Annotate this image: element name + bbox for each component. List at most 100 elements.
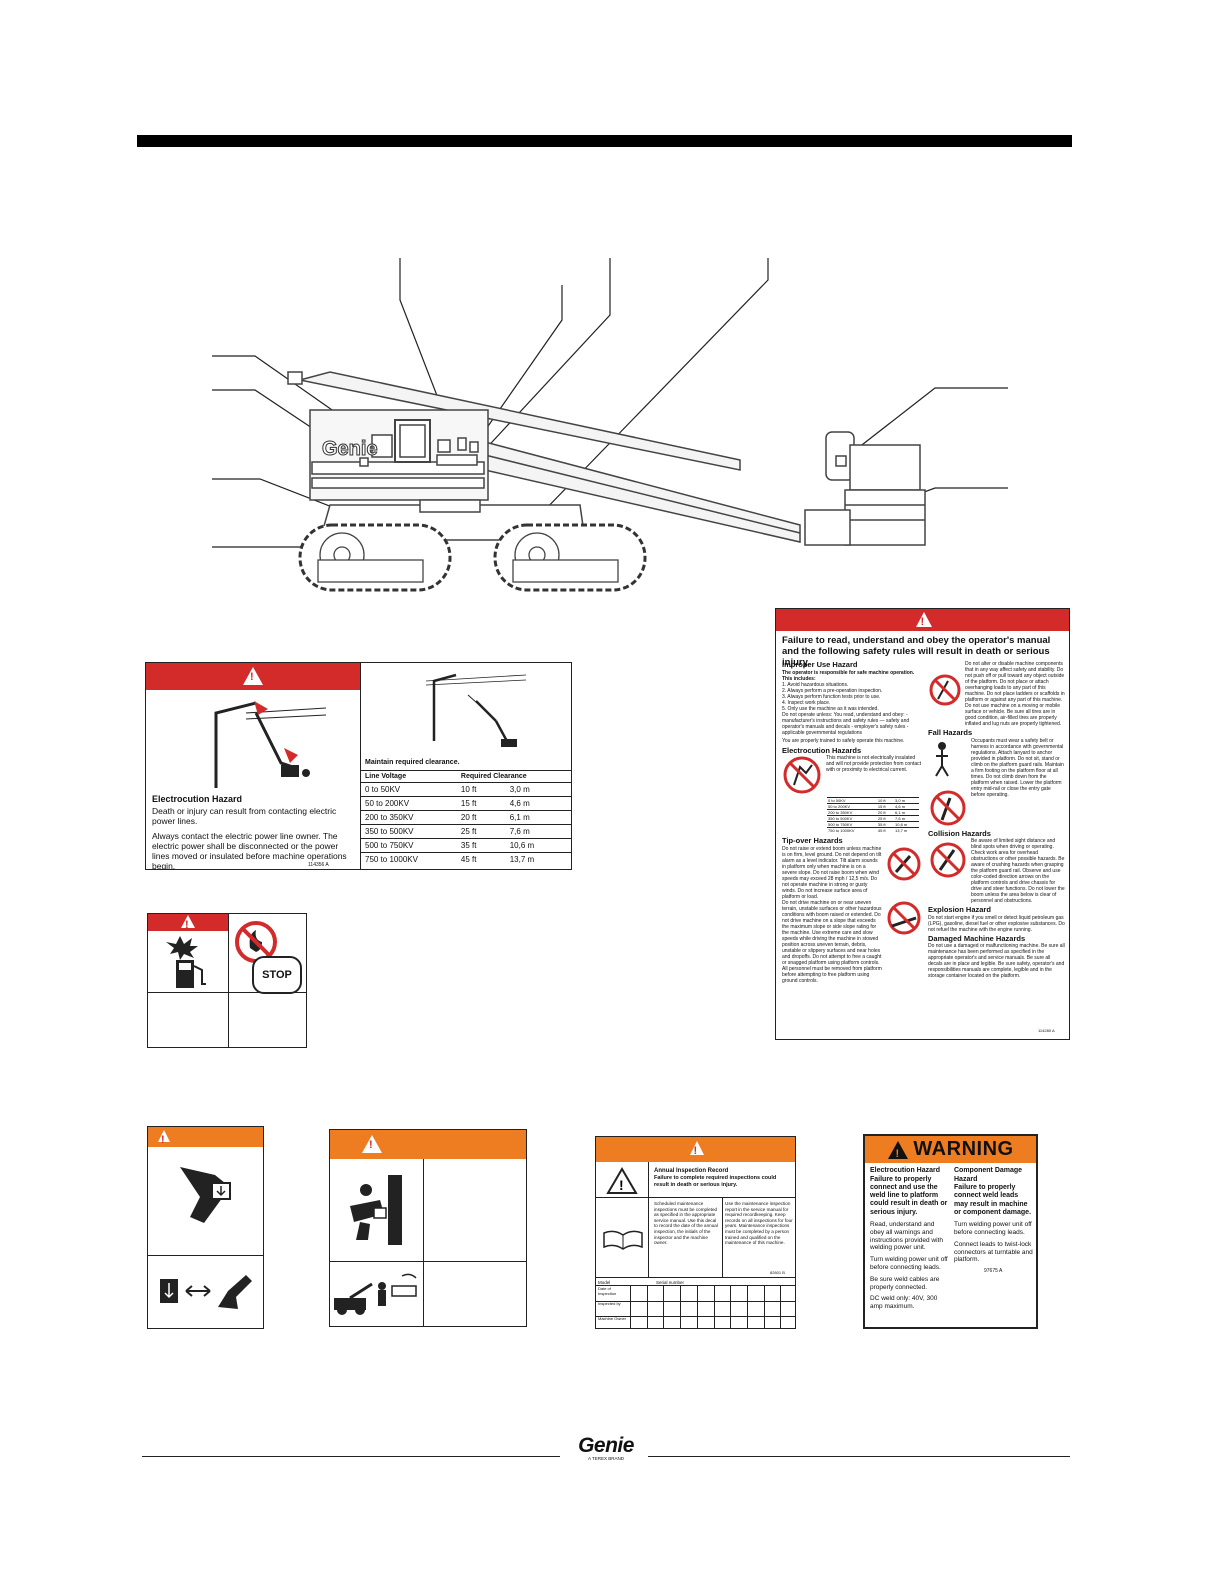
clearance-cell: 500 to 750KV: [827, 821, 877, 828]
electrocution-decal: Electrocution Hazard Death or injury can…: [145, 662, 572, 870]
electrocution-prohibited-icon: [783, 756, 821, 794]
improper-intro: The operator is responsible for safe mac…: [782, 669, 915, 682]
clearance-cell: 0 to 50KV: [827, 797, 877, 804]
annual-col2: Use the maintenance inspection report in…: [725, 1201, 793, 1246]
warning-header: [148, 1127, 263, 1147]
right-top-text: Do not alter or disable machine componen…: [965, 661, 1065, 727]
footer-rule-right: [648, 1456, 1070, 1457]
keep-clear-hand-icon: [160, 1275, 252, 1309]
clearance-cell: 350 to 500KV: [361, 823, 457, 838]
fuel-explosion-decal: STOP: [147, 913, 307, 1048]
collision-text: Be aware of limited sight distance and b…: [971, 838, 1065, 904]
clearance-table: Maintain required clearance. Line Voltag…: [361, 757, 571, 866]
safety-right-column: Do not alter or disable machine componen…: [928, 661, 1065, 979]
svg-text:!: !: [619, 1177, 624, 1193]
annual-sub: Failure to complete required inspections…: [654, 1175, 777, 1188]
grid-row-label: Inspected by: [598, 1301, 621, 1306]
clearance-cell: 3,0 m: [505, 781, 571, 796]
clearance-cell: 7,6 m: [894, 815, 919, 822]
grid-col-line: [713, 1286, 715, 1328]
warning-triangle-large-icon: !: [606, 1167, 638, 1194]
electrocution-hazards-text: This machine is not electrically insulat…: [826, 755, 922, 773]
improper-more: Do not operate unless: You read, underst…: [782, 711, 910, 736]
divider: [360, 663, 361, 869]
improper-item: 5. Only use the machine as it was intend…: [782, 705, 879, 712]
safety-left-column: Improper Use Hazard The operator is resp…: [782, 660, 922, 983]
clearance-cell: 45 ft: [456, 851, 506, 866]
grid-col-line: [780, 1286, 782, 1328]
clearance-cell: 45 ft: [876, 827, 895, 833]
improper-use-title: Improper Use Hazard: [782, 660, 858, 669]
damaged-title: Damaged Machine Hazards: [928, 933, 1026, 943]
stop-label: STOP: [262, 969, 292, 981]
clearance-cell: 10 ft: [456, 781, 506, 796]
grid-row-label: Machine Owner: [598, 1316, 627, 1321]
danger-header: [776, 609, 1069, 631]
warning-header: [596, 1137, 795, 1162]
clearance-cell: 200 to 350KV: [361, 809, 457, 824]
clearance-cell: 350 to 500KV: [827, 815, 877, 822]
footer-logo: Genie A TEREX BRAND: [566, 1434, 646, 1461]
damaged-text: Do not use a damaged or malfunctioning m…: [928, 943, 1065, 979]
divider-v: [648, 1162, 649, 1277]
clearance-cell: 0 to 50KV: [361, 781, 457, 796]
clearance-cell: 4,6 m: [894, 803, 919, 810]
grid-col-line: [696, 1286, 698, 1328]
electrocution-hazards-title: Electrocution Hazards: [782, 745, 862, 755]
weld-item: Turn welding power unit off before conne…: [870, 1256, 948, 1271]
grid-col-line: [680, 1286, 682, 1328]
genie-logo: Genie: [578, 1434, 634, 1457]
manual-book-icon: [603, 1230, 643, 1250]
collision-title: Collision Hazards: [928, 828, 991, 838]
weld-right-items: Turn welding power unit off before conne…: [954, 1221, 1034, 1264]
clearance-cell: 7,6 m: [505, 823, 571, 838]
improper-item: 3. Always perform function tests prior t…: [782, 693, 881, 700]
clearance-cell: 35 ft: [456, 837, 506, 852]
clearance-rows: Line Voltage Required Clearance 0 to 50K…: [361, 769, 571, 866]
svg-text:Genie: Genie: [322, 438, 378, 460]
grid-col-line: [646, 1286, 648, 1328]
clearance-cell: 6,1 m: [505, 809, 571, 824]
warning-header: [330, 1130, 526, 1159]
model-label: Model: [598, 1280, 611, 1285]
clearance-cell: 500 to 750KV: [361, 837, 457, 852]
stop-sign-icon: STOP: [252, 956, 302, 994]
serial-label: Serial number: [656, 1280, 685, 1285]
clearance-cell: 750 to 1000KV: [361, 851, 457, 866]
alter-prohibited-icon: [929, 674, 961, 706]
clearance-cell: 10,6 m: [505, 837, 571, 852]
warning-triangle-icon: [689, 1141, 704, 1157]
electrocution-part-no: 114356 A: [308, 862, 329, 868]
trained: You are properly trained to safely opera…: [782, 737, 905, 744]
weld-item: Be sure weld cables are properly connect…: [870, 1275, 940, 1291]
fuel-pump-explosion-icon: [166, 936, 206, 988]
clearance-cell: 15 ft: [456, 795, 506, 810]
divider-h: [148, 992, 306, 993]
safety-headline: Failure to read, understand and obey the…: [782, 635, 1051, 668]
warning-triangle-black-icon: !: [888, 1140, 909, 1160]
top-rule: [137, 135, 1072, 147]
crush-body-icon: [350, 1175, 402, 1245]
weld-left-bold: Failure to properly connect and use the …: [870, 1175, 948, 1216]
fall-text: Occupants must wear a safety belt or har…: [971, 737, 1064, 798]
fall-title: Fall Hazards: [928, 728, 973, 737]
grid-line: [596, 1316, 795, 1317]
weld-left-items: Read, understand and obey all warnings a…: [870, 1221, 950, 1311]
warning-word: WARNING: [913, 1138, 1014, 1160]
explosion-title: Explosion Hazard: [928, 905, 991, 914]
danger-header: [148, 914, 228, 931]
warning-triangle-icon: [158, 1130, 170, 1146]
danger-header: [146, 663, 360, 690]
clearance-cell: 15 ft: [876, 803, 895, 810]
no-flame-icon: [235, 921, 277, 963]
weld-item: Read, understand and obey all warnings a…: [870, 1220, 943, 1252]
annual-col1: Scheduled maintenance inspections must b…: [654, 1201, 718, 1246]
crush-hand-decal: [147, 1126, 264, 1329]
